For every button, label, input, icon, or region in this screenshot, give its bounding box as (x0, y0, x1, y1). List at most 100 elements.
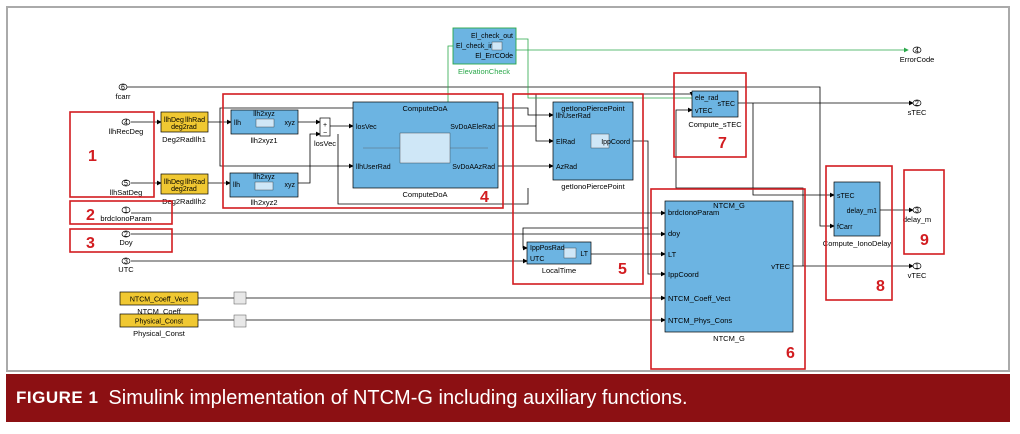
block-llh2xyz-2[interactable]: llh2xyz llh xyz llh2xyz2 (229, 172, 299, 207)
block-ntcm-g[interactable]: NTCM_G brdcIonoParam doy LT IppCoord NTC… (664, 200, 794, 343)
annotation-number-9: 9 (920, 232, 929, 249)
block-port-label: losVec (356, 124, 377, 131)
block-port-label: NTCM_Coeff_Vect (668, 294, 731, 303)
port-number: 4 (124, 120, 128, 127)
annotation-box-7 (673, 72, 747, 158)
block-port-label: El_check_out (471, 33, 513, 40)
annotation-box-4 (222, 93, 504, 209)
block-port-label: xyz (285, 120, 296, 127)
block-name: NTCM_Coeff (137, 307, 182, 316)
annotation-number-7: 7 (718, 135, 727, 152)
port-number: 1 (915, 264, 919, 271)
outport-vTEC[interactable]: 1 vTEC (908, 262, 927, 280)
block-title: llh2xyz (253, 111, 275, 118)
port-label: ErrorCode (900, 55, 935, 64)
svg-text:+: + (323, 122, 327, 129)
port-label: fcarr (116, 92, 132, 101)
annotation-box-8 (825, 165, 893, 301)
block-llh2xyz-1[interactable]: llh2xyz llh xyz llh2xyz1 (230, 109, 299, 145)
block-inner-label: Physical_Const (135, 319, 183, 326)
port-number: 2 (915, 101, 919, 108)
inport-UTC[interactable]: 3 UTC (118, 257, 134, 274)
block-port-label: LT (580, 251, 588, 258)
block-port-label: SvDoAEleRad (450, 124, 495, 131)
block-port-label: NTCM_Phys_Cons (668, 316, 732, 325)
inport-fcarr[interactable]: 6 fcarr (116, 83, 132, 101)
block-deg2rad-2[interactable]: llhDeg llhRad deg2rad Deg2RadIlh2 (160, 173, 209, 206)
block-port-label: El_check_in (456, 43, 494, 50)
block-deg2rad-1[interactable]: llhDeg llhRad deg2rad Deg2RadIlh1 (160, 111, 209, 144)
block-name: Deg2RadIlh1 (162, 135, 206, 144)
port-number: 4 (915, 48, 919, 55)
outport-sTEC[interactable]: 2 sTEC (908, 99, 927, 117)
block-port-label: llhRad (185, 117, 205, 124)
annotation-number-4: 4 (480, 189, 489, 206)
block-ntcm-coeff[interactable]: NTCM_Coeff_Vect NTCM_Coeff (119, 291, 247, 316)
block-title: llh2xyz (253, 174, 275, 181)
block-port-label: vTEC (695, 108, 713, 115)
annotation-number-5: 5 (618, 261, 627, 278)
block-inner-label: deg2rad (171, 186, 197, 193)
block-title: getIonoPiercePoint (561, 104, 625, 113)
annotation-numbers: 1 2 3 4 5 6 7 8 9 (86, 135, 929, 362)
diagram-svg: 6 fcarr 4 llhRecDeg 5 llhSatDeg 1 brdcIo… (69, 27, 945, 370)
block-port-label: ele_rad (695, 95, 718, 102)
block-name: Deg2RadIlh2 (162, 197, 206, 206)
block-losVec[interactable]: + − losVec (314, 117, 336, 148)
block-name: LocalTime (542, 266, 576, 275)
block-name: NTCM_G (713, 334, 745, 343)
block-name: Compute_IonoDelay (823, 239, 892, 248)
block-name: getIonoPiercePoint (561, 182, 625, 191)
block-port-label: xyz (285, 182, 296, 189)
block-computeSTEC[interactable]: ele_rad vTEC sTEC Compute_sTEC (688, 90, 742, 129)
block-name: ComputeDoA (402, 190, 447, 199)
block-title: NTCM_G (713, 201, 745, 210)
port-label: brdcIonoParam (100, 214, 151, 223)
block-port-label: brdcIonoParam (668, 208, 719, 217)
block-port-label: vTEC (771, 262, 790, 271)
block-name: Physical_Const (133, 329, 186, 338)
block-computeIonoDelay[interactable]: sTEC fCarr delay_m1 Compute_IonoDelay (823, 181, 892, 248)
port-label: vTEC (908, 271, 927, 280)
port-number: 1 (124, 208, 128, 215)
annotation-number-1: 1 (88, 148, 97, 165)
port-number: 5 (124, 181, 128, 188)
annotation-number-6: 6 (786, 345, 795, 362)
block-port-label: llhUserRad (356, 164, 391, 171)
block-port-label: llhRad (185, 179, 205, 186)
inport-llhSatDeg[interactable]: 5 llhSatDeg (110, 179, 143, 197)
annotation-box-2 (69, 200, 173, 225)
block-computeDoA[interactable]: ComputeDoA losVec llhUserRad SvDoAEleRad… (352, 101, 499, 199)
block-port-label: llhDeg (164, 117, 184, 124)
port-label: UTC (118, 265, 134, 274)
block-port-label: llhUserRad (556, 113, 591, 120)
block-localTime[interactable]: IppPosRad UTC LT LocalTime (526, 241, 592, 275)
outport-ErrorCode[interactable]: 4 ErrorCode (900, 46, 935, 64)
figure-label: FIGURE 1 (16, 388, 99, 407)
block-inner-label: deg2rad (171, 124, 197, 131)
annotation-box-3 (69, 228, 173, 253)
block-physical-const[interactable]: Physical_Const Physical_Const (119, 313, 247, 338)
block-name: llh2xyz1 (250, 136, 277, 145)
port-number: 3 (124, 259, 128, 266)
block-port-label: AzRad (556, 164, 577, 171)
block-port-label: sTEC (718, 101, 736, 108)
block-getIonoPiercePoint[interactable]: getIonoPiercePoint llhUserRad ElRad AzRa… (552, 101, 634, 191)
annotation-box-6 (650, 188, 806, 370)
block-port-label: SvDoAAzRad (452, 164, 495, 171)
port-label: Doy (119, 238, 133, 247)
simulink-diagram: 6 fcarr 4 llhRecDeg 5 llhSatDeg 1 brdcIo… (6, 6, 1010, 372)
block-title: ComputeDoA (402, 104, 447, 113)
block-port-label: IppCoord (668, 270, 699, 279)
block-port-label: ElRad (556, 139, 575, 146)
block-port-label: LT (668, 250, 677, 259)
block-elevationCheck[interactable]: El_check_out El_check_in El_ErrCOde Elev… (452, 27, 517, 76)
inport-brdcIonoParam[interactable]: 1 brdcIonoParam (100, 206, 152, 223)
inport-Doy[interactable]: 2 Doy (119, 230, 133, 247)
block-port-label: delay_m1 (847, 208, 877, 215)
figure-caption-text: Simulink implementation of NTCM-G includ… (108, 386, 688, 409)
outport-delay_m[interactable]: 3 delay_m (903, 206, 931, 224)
annotation-number-2: 2 (86, 207, 95, 224)
inport-llhRecDeg[interactable]: 4 llhRecDeg (109, 118, 144, 136)
